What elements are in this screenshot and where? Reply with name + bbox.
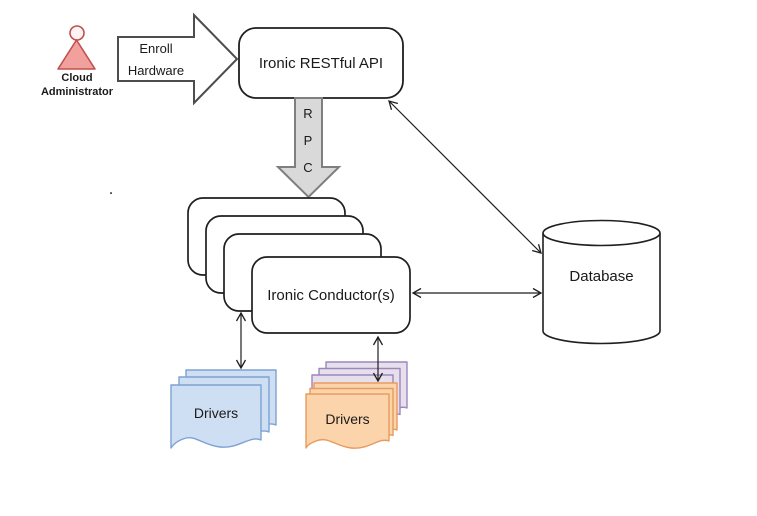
api-box <box>238 27 404 99</box>
database-cylinder-top <box>542 219 661 247</box>
api-database-arrow <box>388 100 542 254</box>
orange-doc-front <box>305 393 390 449</box>
rpc-arrow <box>275 97 342 199</box>
database-cylinder-body <box>542 233 661 345</box>
drivers-right-orange-docs <box>305 382 398 449</box>
person-body <box>57 39 96 70</box>
database-cylinder <box>542 219 661 345</box>
blue-doc-front <box>170 384 262 449</box>
drivers-left-stack <box>170 369 277 449</box>
person-head <box>69 25 85 41</box>
conductor-stack <box>187 197 411 334</box>
enroll-hardware-arrow <box>117 12 239 106</box>
conductor-box-front <box>251 256 411 334</box>
cloud-admin-icon <box>57 25 96 70</box>
